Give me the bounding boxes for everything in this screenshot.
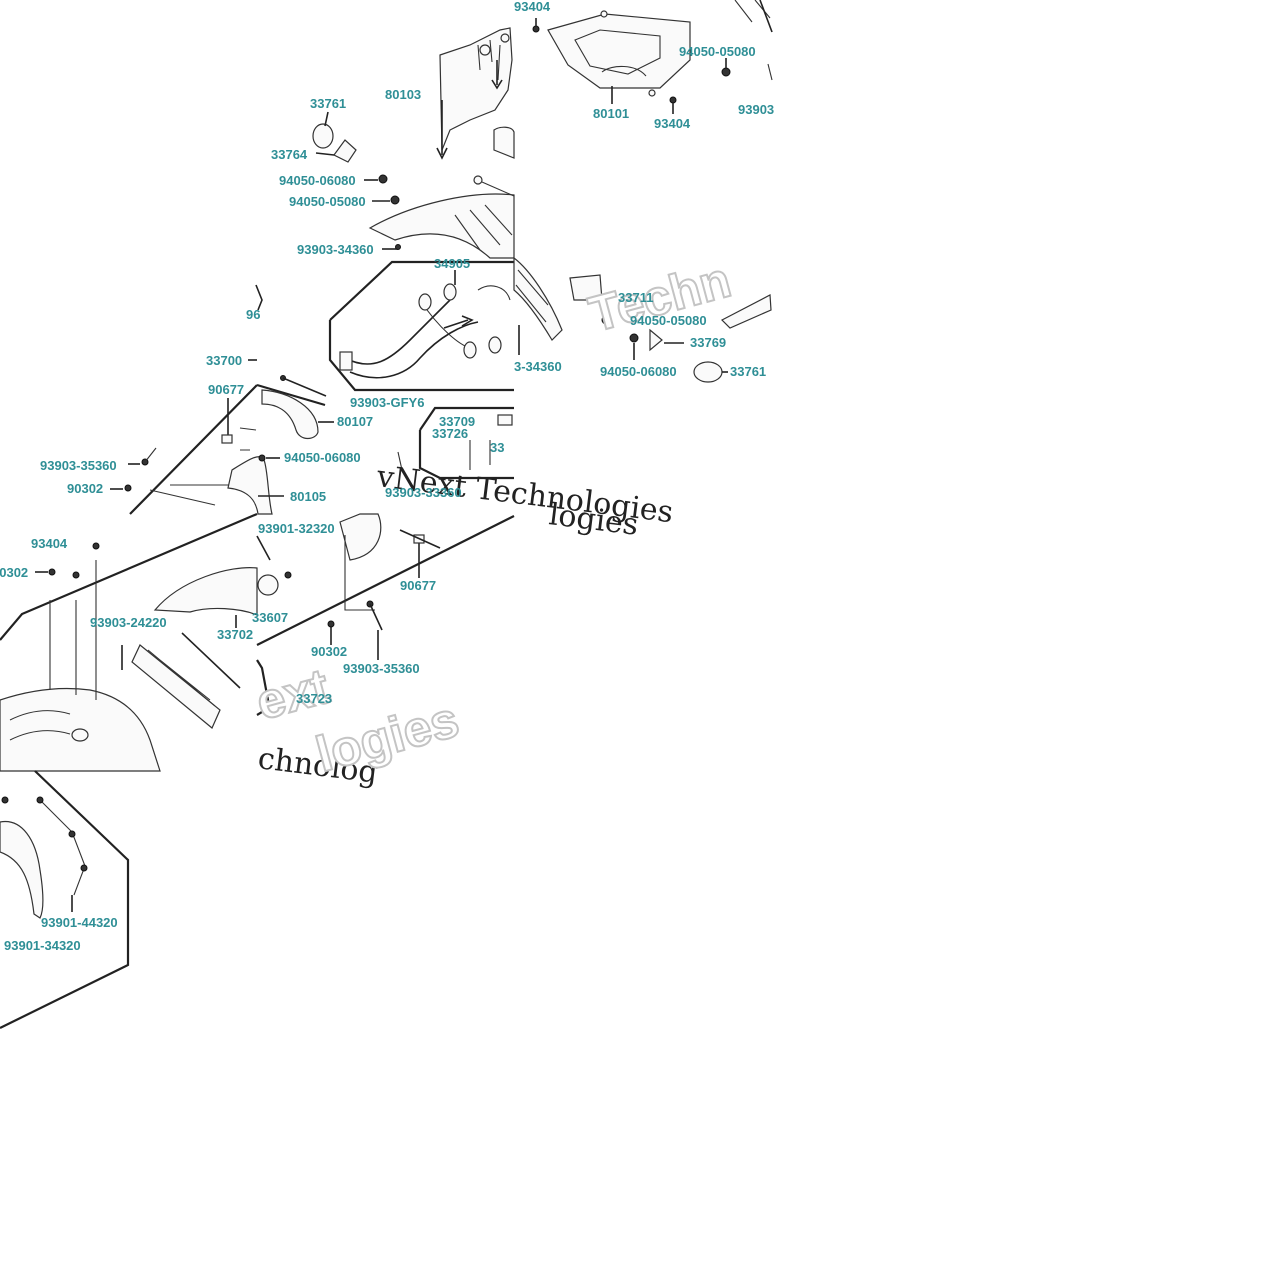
wiring-harness-34905 bbox=[344, 299, 451, 365]
label-90677-b: 90677 bbox=[400, 578, 436, 593]
label-93903-partial: 93903 bbox=[738, 102, 774, 117]
label-93903-33360: 93903-33360 bbox=[385, 485, 462, 500]
label-34905: 34905 bbox=[434, 256, 470, 271]
label-93901-34320: 93901-34320 bbox=[4, 938, 81, 953]
label-94050-06080-c: 94050-06080 bbox=[284, 450, 361, 465]
label-93404-top: 93404 bbox=[514, 0, 551, 14]
tile-seat-lock bbox=[0, 512, 258, 772]
label-33700: 33700 bbox=[206, 353, 242, 368]
label-94050-05080-b: 94050-05080 bbox=[630, 313, 707, 328]
tile-license-bracket bbox=[513, 256, 772, 383]
label-33726: 33726 bbox=[432, 426, 468, 441]
label-80107: 80107 bbox=[337, 414, 373, 429]
label-93901-44320: 93901-44320 bbox=[41, 915, 118, 930]
label-80101: 80101 bbox=[593, 106, 629, 121]
tile-storage-tray bbox=[532, 0, 773, 114]
grab-rail-80105 bbox=[227, 456, 273, 515]
tile-wiring-and-grips bbox=[227, 260, 514, 515]
body-cover-lower bbox=[0, 821, 44, 919]
tile-lower-cover bbox=[0, 770, 130, 1029]
label-94050-06080-b: 94050-06080 bbox=[600, 364, 677, 379]
label-93903-35360-b: 93903-35360 bbox=[343, 661, 420, 676]
label-90677-a: 90677 bbox=[208, 382, 244, 397]
label-33764: 33764 bbox=[271, 147, 308, 162]
label-96-partial: 96 bbox=[246, 307, 260, 322]
rear-fender bbox=[368, 193, 515, 259]
label-93903-35360-a: 93903-35360 bbox=[40, 458, 117, 473]
reflector-33761 bbox=[312, 123, 334, 149]
side-panel bbox=[339, 513, 382, 561]
tile-side-trim bbox=[256, 513, 515, 716]
label-90302-a: 90302 bbox=[67, 481, 103, 496]
label-33769: 33769 bbox=[690, 335, 726, 350]
watermark-fragment-a: Techn bbox=[583, 251, 736, 342]
label-90302-b: 90302 bbox=[0, 565, 28, 580]
label-80103: 80103 bbox=[385, 87, 421, 102]
label-93404-b: 93404 bbox=[31, 536, 68, 551]
label-90302-c: 90302 bbox=[311, 644, 347, 659]
label-33607: 33607 bbox=[252, 610, 288, 625]
label-94050-05080-a: 94050-05080 bbox=[289, 194, 366, 209]
label-33702: 33702 bbox=[217, 627, 253, 642]
cover-plate-80103 bbox=[439, 27, 513, 151]
label-33709: 33709 bbox=[439, 414, 475, 429]
license-bracket-33711 bbox=[569, 274, 603, 301]
reflector-33761 bbox=[693, 361, 723, 383]
label-93901-32320: 93901-32320 bbox=[258, 521, 335, 536]
label-33-partial: 33 bbox=[490, 440, 504, 455]
label-33761-b: 33761 bbox=[730, 364, 766, 379]
label-33761-a: 33761 bbox=[310, 96, 346, 111]
label-93903-34360-partial: 3-34360 bbox=[514, 359, 562, 374]
label-94050-06080-a: 94050-06080 bbox=[279, 173, 356, 188]
label-33723: 33723 bbox=[296, 691, 332, 706]
label-93903-34360-a: 93903-34360 bbox=[297, 242, 374, 257]
tile-seat-cover bbox=[312, 27, 515, 259]
label-33711: 33711 bbox=[618, 290, 653, 305]
grab-rail-80107 bbox=[261, 389, 319, 440]
storage-tray-80101 bbox=[547, 13, 691, 89]
label-80105: 80105 bbox=[290, 489, 326, 504]
label-94050-05080-top: 94050-05080 bbox=[679, 44, 756, 59]
label-93903-24220: 93903-24220 bbox=[90, 615, 167, 630]
part-labels: 93404 94050-05080 80101 93404 93903 8010… bbox=[0, 0, 774, 953]
label-93404-mid: 93404 bbox=[654, 116, 691, 131]
label-93903-gfy6: 93903-GFY6 bbox=[350, 395, 424, 410]
watermark-fragment-e: logies bbox=[310, 691, 464, 782]
